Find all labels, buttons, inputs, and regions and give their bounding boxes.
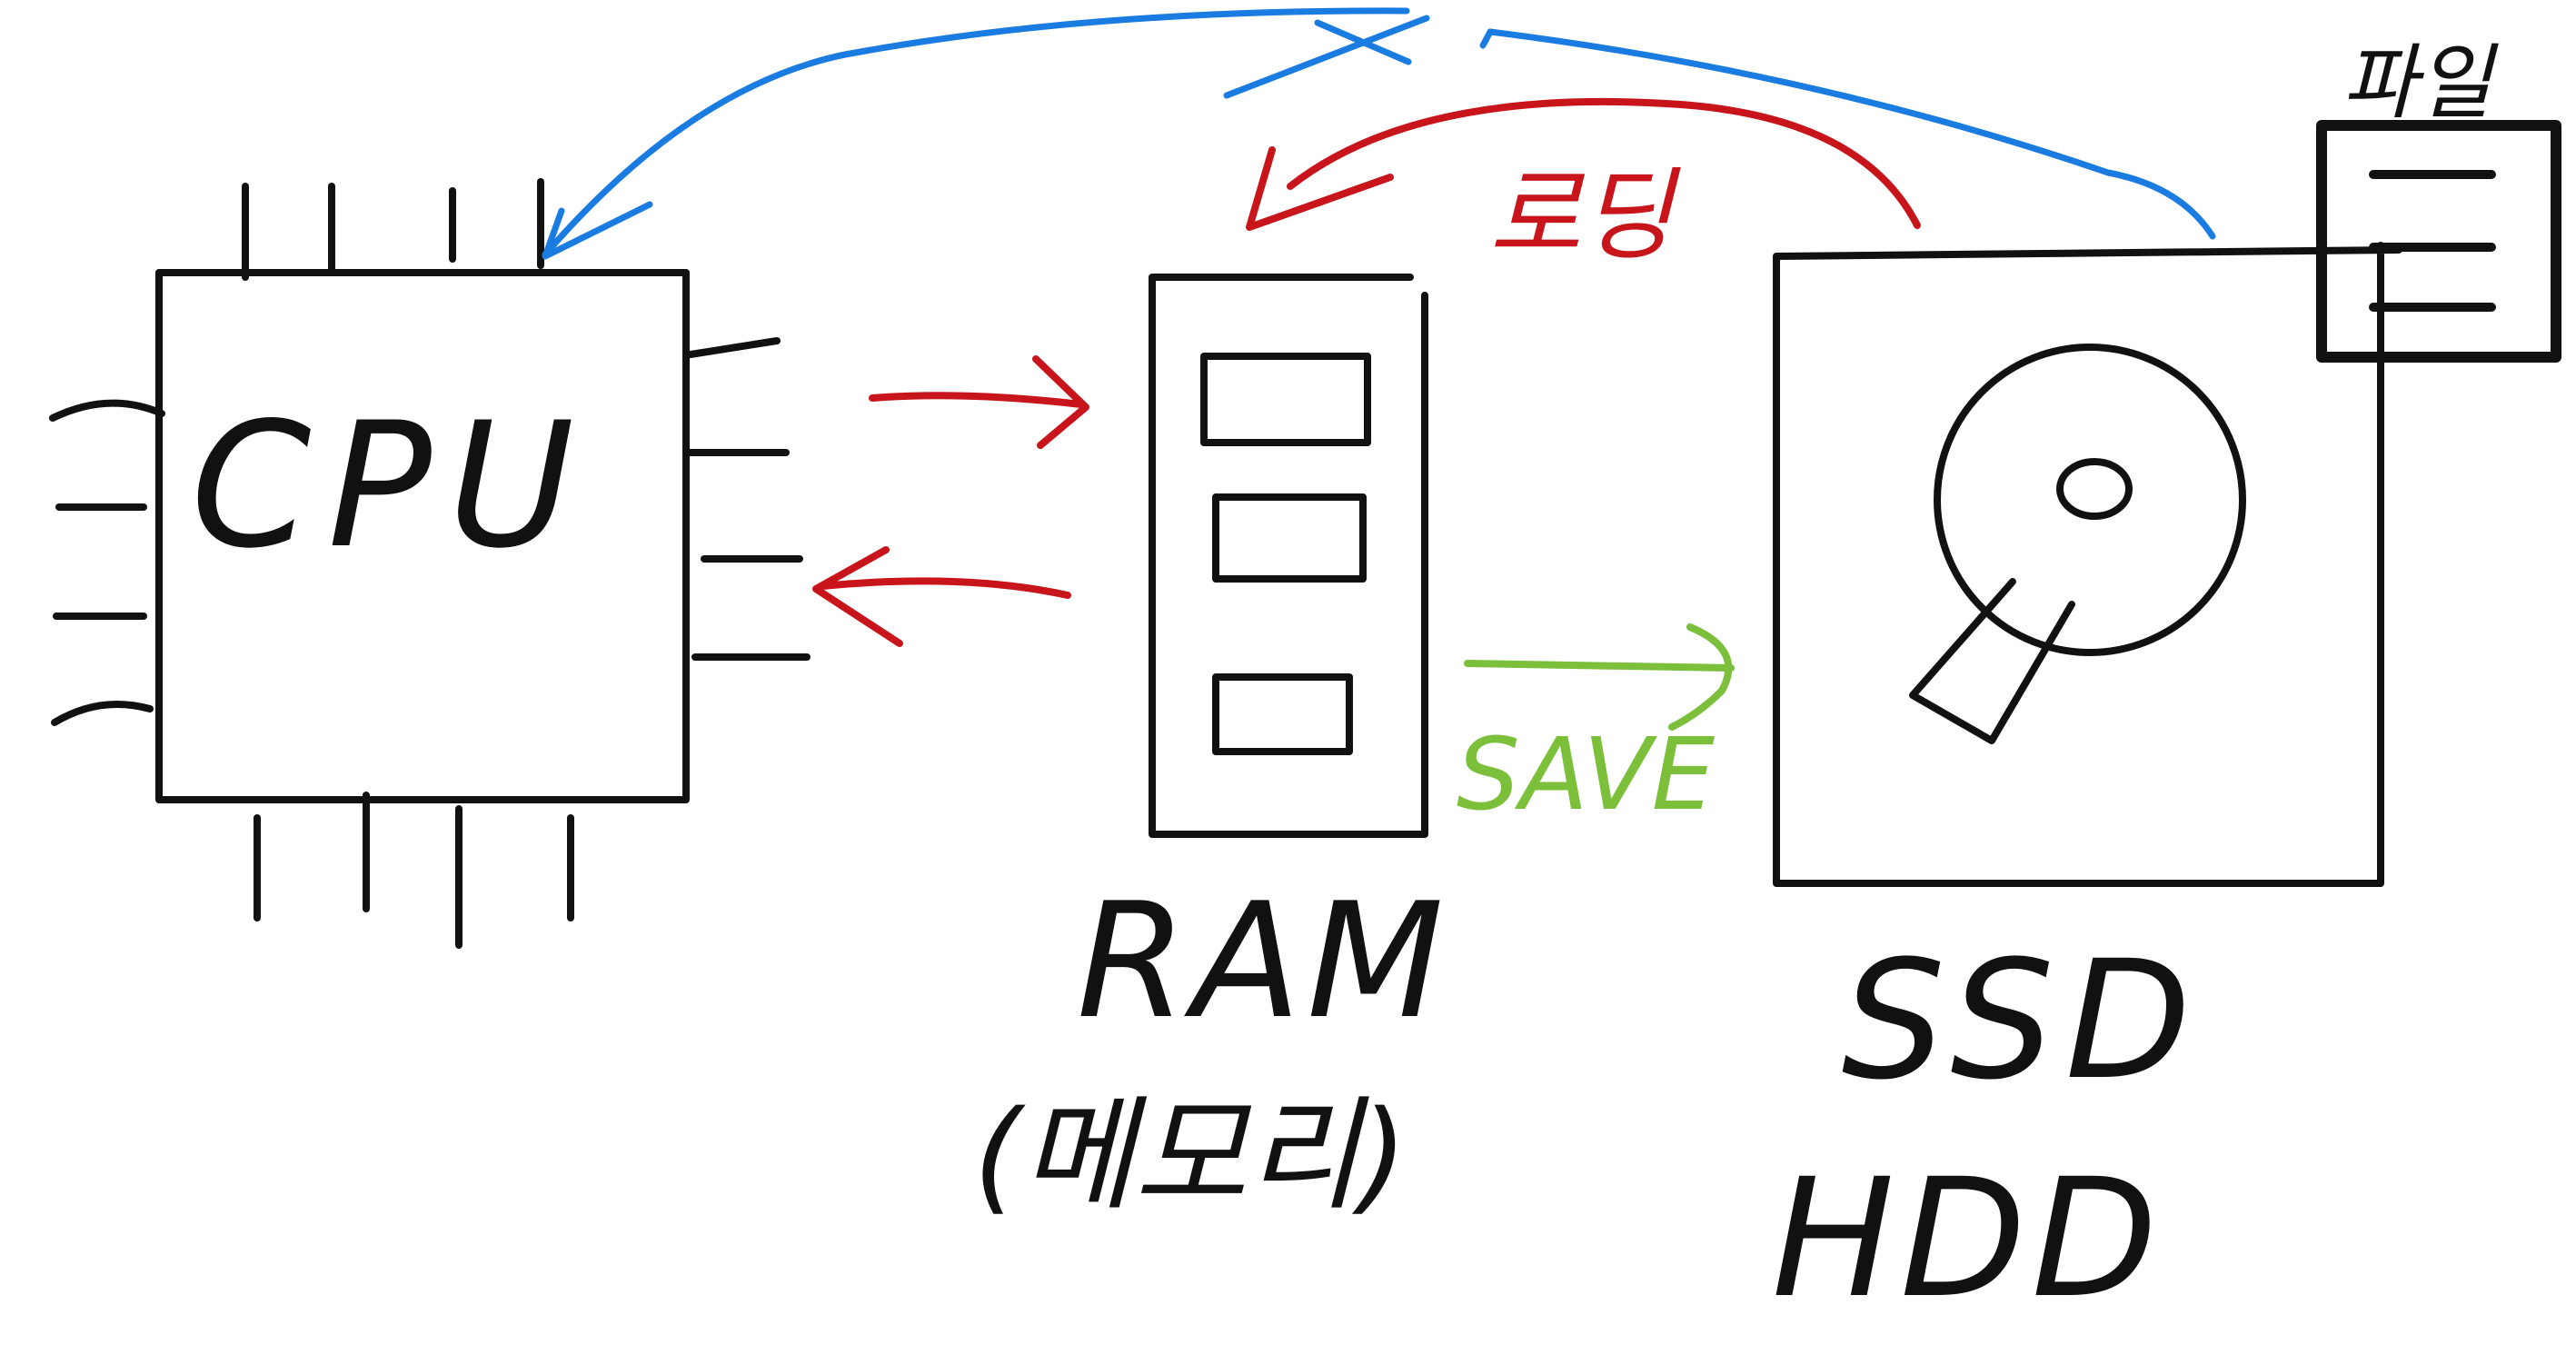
disk-platter	[1934, 344, 2246, 656]
file-label: 파일	[2342, 35, 2499, 131]
storage-body	[1773, 242, 2402, 887]
arrow-cpu-to-ram	[869, 355, 1089, 449]
file-body	[2316, 120, 2561, 363]
cpu-bottom-pins	[254, 792, 574, 949]
save-label: SAVE	[1457, 716, 1716, 832]
ssd-label: SSD	[1842, 926, 2203, 1116]
arrow-file-to-cpu-crossed	[542, 7, 2216, 260]
ram-label: RAM	[1077, 870, 1449, 1054]
arrow-ram-to-cpu	[812, 546, 1071, 647]
cpu-chip-icon: CPU	[49, 178, 811, 949]
cpu-top-pins	[242, 178, 544, 281]
cpu-left-pins	[49, 399, 165, 726]
loading-label: 로딩	[1489, 157, 1681, 274]
ram-chip-3	[1212, 673, 1353, 755]
file-lines	[2369, 170, 2496, 312]
ram-module-icon: RAM (메모리)	[973, 274, 1449, 1227]
ram-body	[1149, 274, 1428, 838]
disk-spindle	[2056, 458, 2133, 520]
hard-disk-icon: SSD HDD	[1772, 242, 2402, 1334]
cpu-label: CPU	[191, 385, 591, 586]
ram-chip-1	[1200, 353, 1371, 446]
cpu-right-pins	[682, 337, 811, 661]
cpu-body	[155, 269, 690, 803]
memory-label: (메모리)	[973, 1084, 1407, 1227]
arrow-loading: 로딩	[1246, 97, 1921, 274]
ram-chip-2	[1212, 493, 1367, 583]
file-document-icon: 파일	[2316, 35, 2561, 363]
disk-read-arm	[1909, 578, 2075, 744]
arrow-save: SAVE	[1457, 623, 1735, 832]
hdd-label: HDD	[1772, 1144, 2163, 1334]
